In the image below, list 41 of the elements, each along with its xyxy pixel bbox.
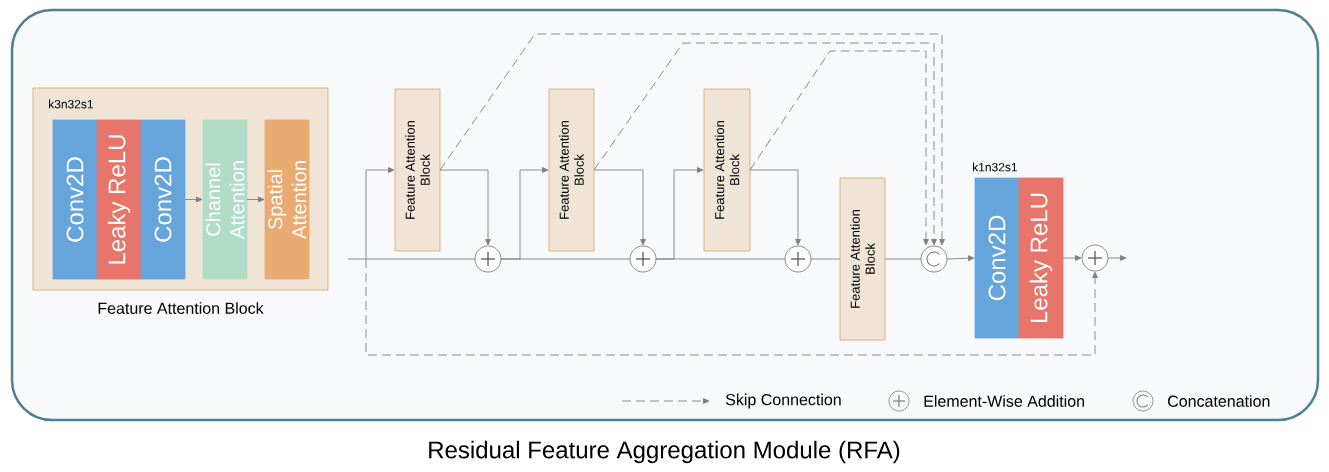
layer-block: Conv2D [974, 177, 1020, 339]
arrow [946, 255, 975, 262]
legend-label: Skip Connection [725, 393, 841, 409]
block-caption: Feature Attention Block [98, 302, 264, 314]
arrow [246, 196, 265, 203]
layer-block: Leaky ReLU [96, 119, 142, 280]
connector-line [884, 258, 922, 260]
process-box: Feature Attention Block [394, 88, 441, 252]
addition-symbol [784, 245, 812, 273]
layer-block: Leaky ReLU [1018, 177, 1064, 339]
addition-symbol [474, 245, 502, 273]
connector-line [810, 258, 841, 260]
skip-connection [593, 42, 937, 246]
legend-label: Element-Wise Addition [924, 395, 1084, 407]
arrow [593, 169, 646, 246]
arrow [655, 167, 704, 260]
arrow [500, 167, 549, 260]
skip-connection [439, 33, 945, 246]
legend-label: Concatenation [1168, 395, 1270, 407]
caption: Residual Feature Aggregation Module (RFA) [429, 440, 900, 464]
addition-symbol [629, 245, 657, 273]
arrow [749, 169, 801, 246]
arrow [1062, 255, 1082, 261]
arrow [1107, 255, 1127, 261]
connector-line [347, 258, 476, 260]
layer-block: Conv2D [140, 119, 186, 280]
layer-spec: k3n32s1 [49, 99, 93, 109]
concatenation-symbol [920, 245, 948, 273]
layer-spec: k1n32s1 [973, 162, 1017, 172]
arrow [365, 167, 395, 260]
layer-block: Channel Attention [202, 119, 248, 280]
arrow [184, 196, 203, 203]
process-box: Feature Attention Block [703, 88, 751, 252]
skip-connection [749, 50, 929, 246]
layer-block: Conv2D [52, 119, 98, 280]
layer-block: Spatial Attention [264, 119, 310, 280]
skip-connection [365, 258, 1098, 356]
process-box: Feature Attention Block [839, 177, 886, 341]
addition-symbol [1081, 244, 1109, 272]
process-box: Feature Attention Block [548, 88, 595, 252]
arrow [439, 169, 491, 246]
